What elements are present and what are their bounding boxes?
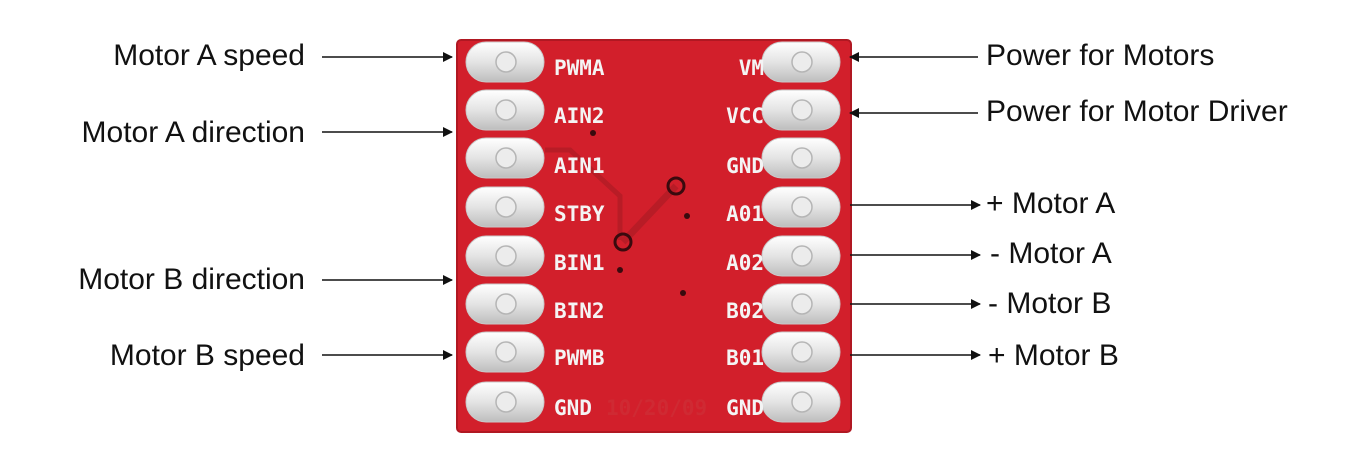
pin-label-stby: STBY (554, 202, 605, 226)
callout-plus-motor-b: + Motor B (988, 339, 1119, 372)
pin-hole-left-6 (495, 293, 517, 315)
pin-label-a02: A02 (726, 251, 764, 275)
pin-label-pwma: PWMA (554, 56, 605, 80)
callout-motor-a-speed: Motor A speed (113, 39, 305, 72)
pin-label-bin1: BIN1 (554, 251, 605, 275)
pcb-via (680, 290, 686, 296)
pcb-via (684, 213, 690, 219)
pcb-via (613, 232, 633, 252)
callout-plus-motor-a: + Motor A (986, 187, 1116, 220)
pin-label-a01: A01 (726, 202, 764, 226)
pin-label-b01: B01 (726, 346, 764, 370)
pin-label-vcc: VCC (726, 104, 764, 128)
callout-minus-motor-b: - Motor B (988, 287, 1112, 320)
callout-motor-a-direction: Motor A direction (81, 116, 305, 149)
pcb-trace (620, 183, 679, 245)
pcb-board (457, 40, 851, 432)
pin-label-ain2: AIN2 (554, 104, 605, 128)
callout-power-motors: Power for Motors (986, 39, 1215, 72)
callout-motor-b-direction: Motor B direction (78, 263, 305, 296)
pin-hole-right-5 (791, 245, 813, 267)
pin-hole-left-7 (495, 341, 517, 363)
pcb-trace (545, 147, 623, 240)
pin-label-pwmb: PWMB (554, 346, 605, 370)
pcb-outline (456, 39, 852, 433)
pin-hole-right-8 (791, 391, 813, 413)
pin-hole-left-8 (495, 391, 517, 413)
pcb-via (666, 176, 686, 196)
pin-hole-left-3 (495, 147, 517, 169)
callout-power-driver: Power for Motor Driver (986, 95, 1288, 128)
pin-label-gnd-right-bottom: GND (726, 396, 764, 420)
pin-label-gnd-left: GND (554, 396, 592, 420)
pin-hole-left-1 (495, 51, 517, 73)
pin-hole-right-6 (791, 293, 813, 315)
pin-label-bin2: BIN2 (554, 299, 605, 323)
pin-hole-right-7 (791, 341, 813, 363)
pcb-via (617, 267, 623, 273)
pcb-via (590, 130, 596, 136)
pin-hole-right-3 (791, 147, 813, 169)
pin-label-vm: VM (738, 56, 764, 80)
callout-minus-motor-a: - Motor A (990, 237, 1112, 270)
pin-label-b02: B02 (726, 299, 764, 323)
date-code: 10/20/09 (606, 396, 708, 420)
pin-hole-right-2 (791, 99, 813, 121)
pin-hole-left-4 (495, 196, 517, 218)
pin-hole-right-4 (791, 196, 813, 218)
pin-label-gnd-right-top: GND (726, 154, 764, 178)
pin-hole-right-1 (791, 51, 813, 73)
pin-hole-left-5 (495, 245, 517, 267)
pin-label-ain1: AIN1 (554, 154, 605, 178)
pin-hole-left-2 (495, 99, 517, 121)
callout-motor-b-speed: Motor B speed (109, 339, 305, 372)
